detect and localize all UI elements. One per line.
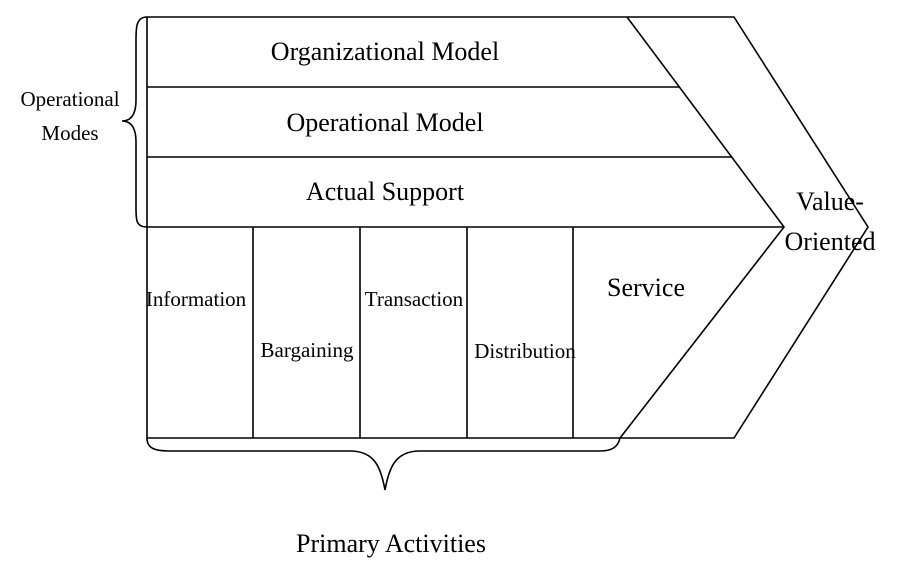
primary-activities-brace (146, 437, 621, 491)
activity-label-service: Service (607, 273, 685, 302)
activity-label-distribution: Distribution (474, 339, 576, 363)
operational-modes-brace (121, 16, 148, 228)
operational-modes-label-line1: Operational (20, 87, 119, 111)
activity-label-bargaining: Bargaining (261, 338, 354, 362)
value-label-line2: Oriented (785, 227, 876, 256)
primary-activities-label: Primary Activities (296, 529, 486, 558)
activity-label-transaction: Transaction (365, 287, 464, 311)
operational-modes-label-line2: Modes (41, 121, 98, 145)
value-label-line1: Value- (796, 187, 864, 216)
activity-label-information: Information (146, 287, 247, 311)
layer-label-actual-support: Actual Support (306, 177, 465, 206)
layer-label-operational-model: Operational Model (286, 108, 483, 137)
layer-label-organizational-model: Organizational Model (271, 37, 499, 66)
value-chain-outline (146, 16, 869, 439)
